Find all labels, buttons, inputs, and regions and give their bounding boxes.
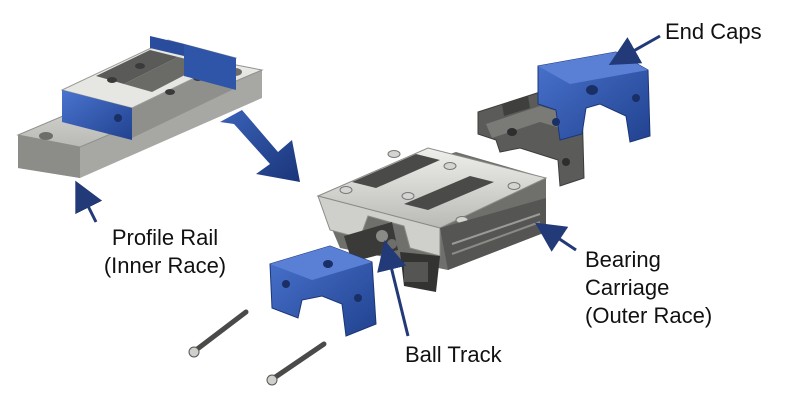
bearing-carriage-label-line3: (Outer Race) [585, 303, 713, 328]
profile-rail-label-line1: Profile Rail [111, 225, 219, 250]
bearing-carriage-label-line2: Carriage [585, 275, 670, 300]
ball-track-label: Ball Track [405, 342, 502, 367]
end-cap-front [269, 245, 377, 337]
bearing-carriage-body [316, 147, 548, 292]
bearing-carriage-label: Bearing Carriage (Outer Race) [585, 246, 712, 330]
leader-arrow-icon [75, 34, 661, 337]
leader-profile-rail [75, 180, 103, 223]
screw-2 [266, 341, 327, 386]
end-caps-label: End Caps [665, 19, 762, 44]
leader-bearing-carriage [535, 222, 577, 252]
assembled-profile-rail [16, 36, 264, 178]
leader-ball-track [377, 240, 410, 337]
screw-1 [188, 309, 249, 358]
leader-end-caps [608, 34, 661, 65]
profile-rail-label-line2: (Inner Race) [103, 253, 227, 278]
profile-rail-label: Profile Rail (Inner Race) [80, 224, 250, 280]
bearing-carriage-label-line1: Bearing [585, 247, 661, 272]
right-down-arrow-icon [220, 110, 300, 182]
